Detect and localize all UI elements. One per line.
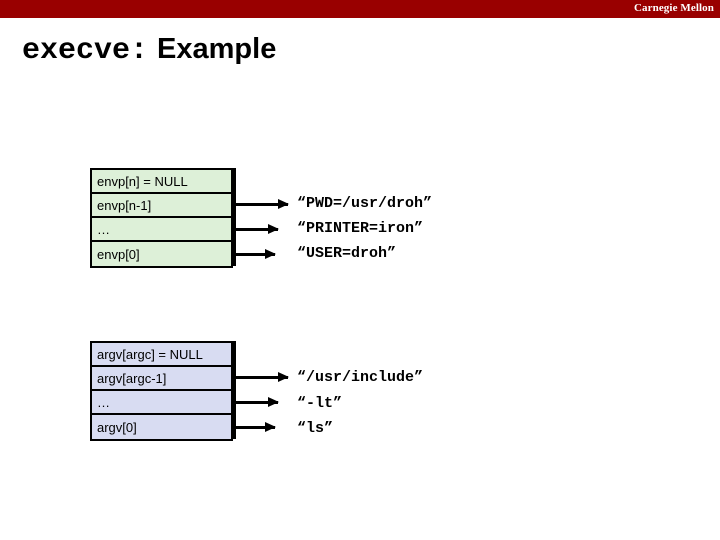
- envp-row-0: envp[n] = NULL: [92, 170, 231, 194]
- argv-row-1-label: argv[argc-1]: [97, 370, 167, 386]
- envp-arrow-1: [233, 199, 289, 209]
- argv-arrow-3: [233, 422, 276, 432]
- arrow-head-icon: [265, 249, 276, 259]
- envp-row-1: envp[n-1]: [92, 194, 231, 218]
- envp-trunk-line: [233, 168, 236, 266]
- page-title-sans: Example: [157, 33, 277, 65]
- argv-row-3-label: argv[0]: [97, 419, 137, 435]
- page-title: execve: Example: [22, 33, 276, 71]
- top-banner: Carnegie Mellon: [0, 0, 720, 18]
- argv-row-2-label: …: [97, 394, 111, 410]
- arrow-head-icon: [268, 397, 279, 407]
- institution-label: Carnegie Mellon: [633, 2, 714, 14]
- page-title-mono: execve:: [22, 34, 149, 68]
- argv-string-2: “ls”: [297, 420, 334, 437]
- argv-row-0-label: argv[argc] = NULL: [97, 346, 203, 362]
- envp-string-2: “USER=droh”: [297, 245, 397, 262]
- argv-row-0: argv[argc] = NULL: [92, 343, 231, 367]
- envp-row-1-label: envp[n-1]: [97, 197, 152, 213]
- argv-arrow-2: [233, 397, 279, 407]
- argv-string-0: “/usr/include”: [297, 369, 424, 386]
- envp-array-table: envp[n] = NULL envp[n-1] … envp[0]: [90, 168, 233, 268]
- envp-string-0: “PWD=/usr/droh”: [297, 195, 433, 212]
- arrow-head-icon: [278, 199, 289, 209]
- arrow-head-icon: [268, 224, 279, 234]
- argv-row-2: …: [92, 391, 231, 415]
- envp-arrow-2: [233, 224, 279, 234]
- argv-arrow-1: [233, 372, 289, 382]
- envp-row-3: envp[0]: [92, 242, 231, 266]
- argv-trunk-line: [233, 341, 236, 439]
- arrow-head-icon: [265, 422, 276, 432]
- argv-row-3: argv[0]: [92, 415, 231, 439]
- arrow-head-icon: [278, 372, 289, 382]
- envp-row-2: …: [92, 218, 231, 242]
- envp-string-1: “PRINTER=iron”: [297, 220, 424, 237]
- argv-array-table: argv[argc] = NULL argv[argc-1] … argv[0]: [90, 341, 233, 441]
- argv-string-1: “-lt”: [297, 395, 343, 412]
- envp-row-0-label: envp[n] = NULL: [97, 173, 188, 189]
- envp-arrow-3: [233, 249, 276, 259]
- envp-row-3-label: envp[0]: [97, 246, 140, 262]
- envp-row-2-label: …: [97, 221, 111, 237]
- argv-row-1: argv[argc-1]: [92, 367, 231, 391]
